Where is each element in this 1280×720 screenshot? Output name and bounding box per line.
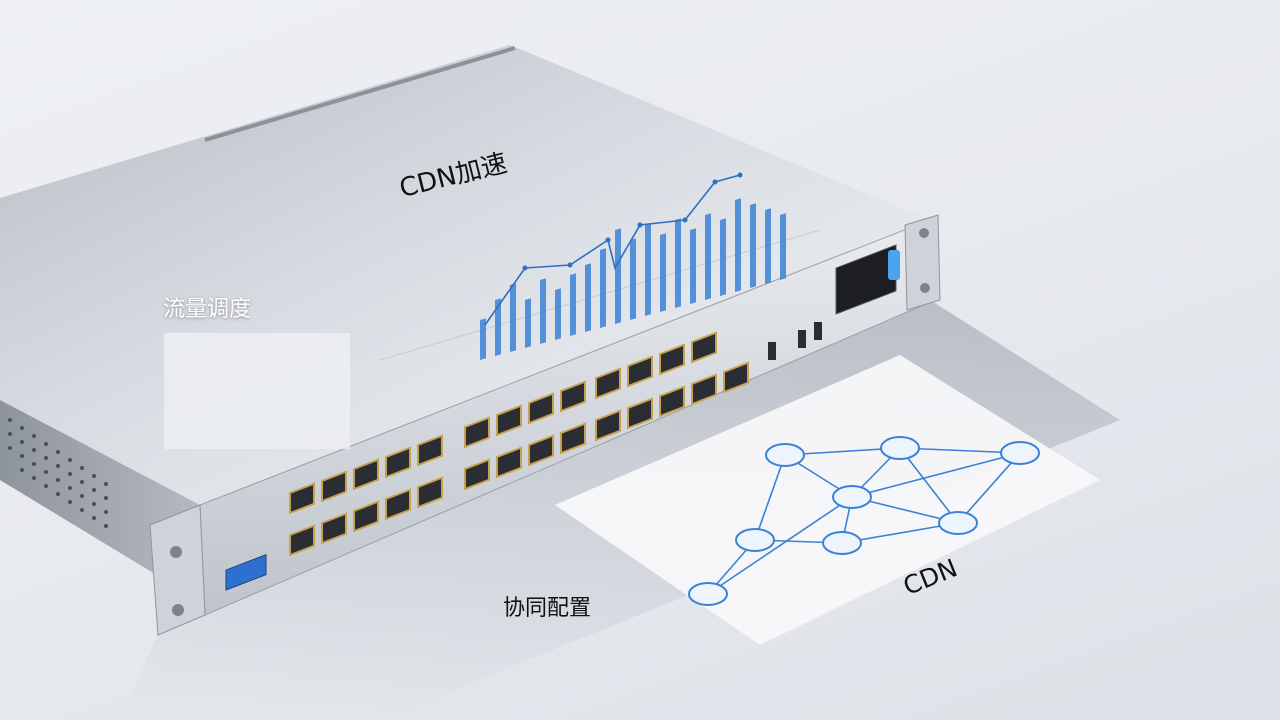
network-node xyxy=(832,485,872,509)
rack-ear-right xyxy=(904,214,941,311)
status-led-panel xyxy=(888,250,900,280)
vent-grid xyxy=(8,418,108,528)
switch-left-side xyxy=(0,400,200,600)
label-collaborative-config: 协同配置 xyxy=(503,596,592,621)
network-node xyxy=(735,528,775,552)
usb-port xyxy=(225,553,267,591)
top-seam xyxy=(204,46,516,142)
network-node xyxy=(1000,441,1040,465)
network-diagram-projection xyxy=(555,355,1100,645)
network-node xyxy=(880,436,920,460)
network-node xyxy=(822,531,862,555)
trend-line xyxy=(484,174,741,326)
ethernet-port-row-top xyxy=(289,331,717,515)
ethernet-port-row-bottom xyxy=(289,361,749,557)
blank-overlay-panel xyxy=(164,333,350,449)
network-node xyxy=(938,511,978,535)
rack-ear-left xyxy=(149,504,206,636)
bar-chart-projection xyxy=(379,172,821,361)
network-node xyxy=(688,582,728,606)
diagram-sheet xyxy=(555,355,1100,645)
network-node xyxy=(765,443,805,467)
label-traffic-scheduling: 流量调度 xyxy=(163,297,252,322)
